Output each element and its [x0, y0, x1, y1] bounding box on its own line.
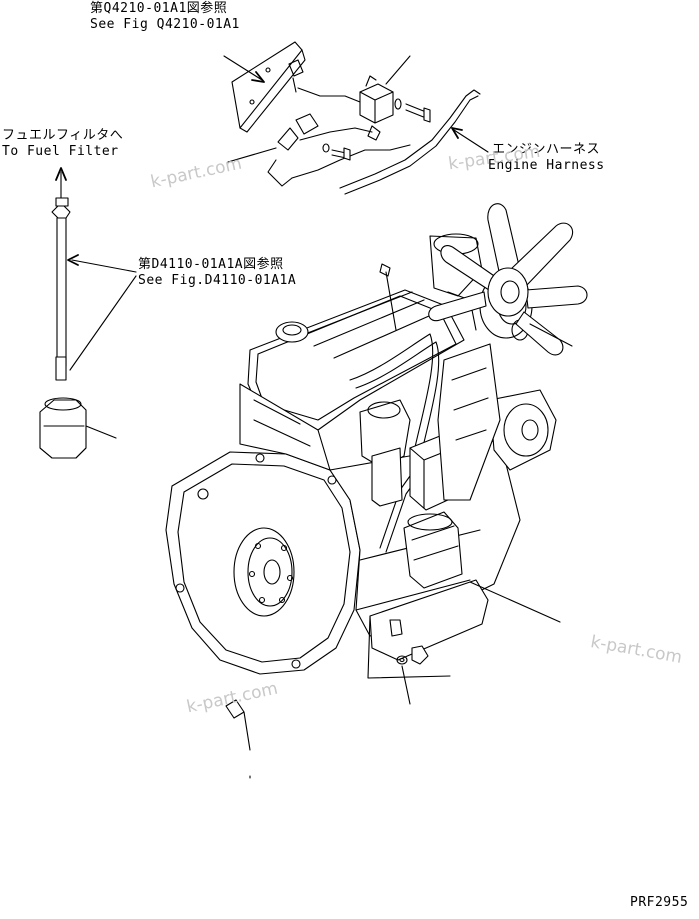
engine-block: [165, 233, 557, 675]
bracket-assembly: [231, 41, 431, 187]
ref-fuel-label-jp: 第D4110-01A1A図参照: [138, 257, 284, 272]
drawing-number: PRF2955: [630, 895, 689, 910]
engine-harness-label-jp: エンジンハーネス: [492, 142, 601, 157]
ref-bracket-label-en: See Fig Q4210-01A1: [90, 17, 240, 32]
cooling-fan: [428, 203, 588, 356]
ref-bracket-label-jp: 第Q4210-01A1図参照: [90, 1, 228, 16]
fuel-pipe-assembly: [39, 197, 87, 459]
engine-harness-cable: [339, 89, 481, 189]
ref-fuel-label-en: See Fig.D4110-01A1A: [138, 273, 297, 288]
leader-lines: [55, 55, 573, 779]
to-fuel-filter-label-en: To Fuel Filter: [2, 144, 119, 159]
drain-plug-parts: [225, 645, 429, 719]
engine-harness-label-en: Engine Harness: [488, 158, 605, 173]
to-fuel-filter-label-jp: フュエルフィルタへ: [2, 128, 124, 143]
